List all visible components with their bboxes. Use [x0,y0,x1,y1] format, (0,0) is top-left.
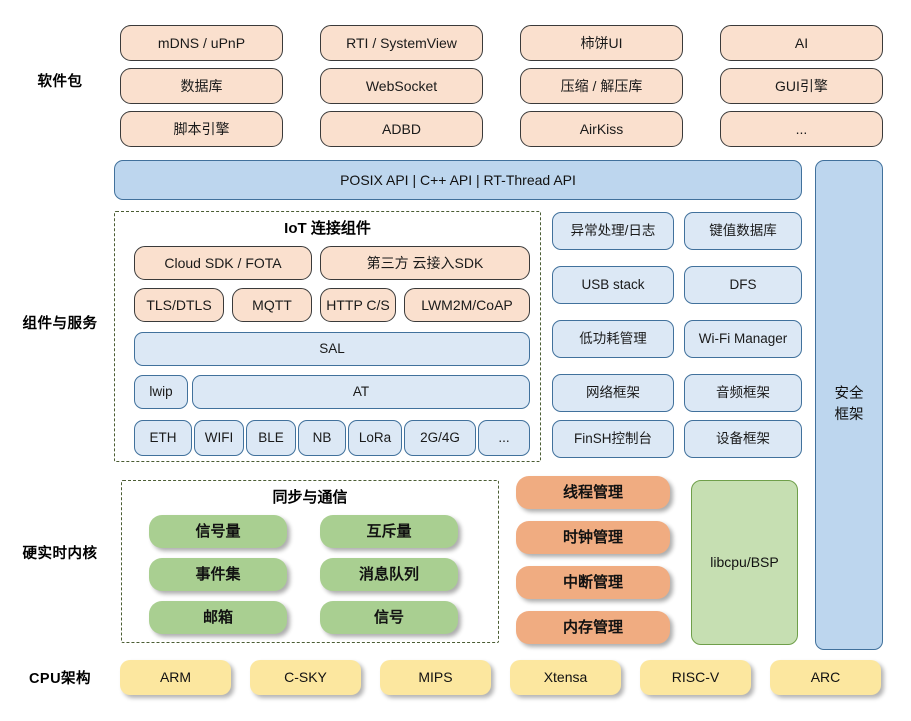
package-box[interactable]: 脚本引擎 [120,111,283,147]
link-box[interactable]: NB [298,420,346,456]
link-box[interactable]: LoRa [348,420,402,456]
package-box[interactable]: WebSocket [320,68,483,104]
package-box[interactable]: GUI引擎 [720,68,883,104]
package-box[interactable]: ADBD [320,111,483,147]
security-framework-label-line1: 安全 [834,385,864,402]
package-box[interactable]: 柿饼UI [520,25,683,61]
kernel-mgmt-box[interactable]: 线程管理 [516,476,670,509]
package-box[interactable]: 压缩 / 解压库 [520,68,683,104]
component-box[interactable]: 网络框架 [552,374,674,412]
api-bar: POSIX API | C++ API | RT-Thread API [114,160,802,200]
kernel-mgmt-box[interactable]: 中断管理 [516,566,670,599]
cpu-arch-box[interactable]: RISC-V [640,660,751,695]
sync-group-frame [121,480,499,643]
sync-box[interactable]: 消息队列 [320,558,458,591]
package-box[interactable]: ... [720,111,883,147]
at-box[interactable]: AT [192,375,530,409]
sync-box[interactable]: 互斥量 [320,515,458,548]
component-box[interactable]: 设备框架 [684,420,802,458]
iot-box[interactable]: 第三方 云接入SDK [320,246,530,280]
component-box[interactable]: 音频框架 [684,374,802,412]
link-box[interactable]: ETH [134,420,192,456]
sal-box[interactable]: SAL [134,332,530,366]
iot-protocol-box[interactable]: HTTP C/S [320,288,396,322]
kernel-mgmt-box[interactable]: 内存管理 [516,611,670,644]
iot-protocol-box[interactable]: MQTT [232,288,312,322]
package-box[interactable]: AirKiss [520,111,683,147]
kernel-mgmt-box[interactable]: 时钟管理 [516,521,670,554]
component-box[interactable]: Wi-Fi Manager [684,320,802,358]
link-box[interactable]: ... [478,420,530,456]
iot-protocol-box[interactable]: TLS/DTLS [134,288,224,322]
iot-group-frame [114,211,541,462]
cpu-arch-box[interactable]: Xtensa [510,660,621,695]
component-box[interactable]: FinSH控制台 [552,420,674,458]
lwip-box[interactable]: lwip [134,375,188,409]
link-box[interactable]: 2G/4G [404,420,476,456]
cpu-arch-box[interactable]: ARM [120,660,231,695]
security-framework-label-line2: 框架 [834,407,864,423]
sync-box[interactable]: 事件集 [149,558,287,591]
component-box[interactable]: 低功耗管理 [552,320,674,358]
sync-box[interactable]: 信号 [320,601,458,634]
iot-group-title: IoT 连接组件 [284,220,371,237]
security-framework-box[interactable]: 安全 框架 [815,160,883,650]
cpu-arch-box[interactable]: MIPS [380,660,491,695]
package-box[interactable]: RTI / SystemView [320,25,483,61]
libcpu-bsp-box[interactable]: libcpu/BSP [691,480,798,645]
sync-group-title: 同步与通信 [272,489,348,506]
sync-box[interactable]: 邮箱 [149,601,287,634]
cpu-arch-box[interactable]: C-SKY [250,660,361,695]
section-label-components-services: 组件与服务 [22,315,98,332]
component-box[interactable]: USB stack [552,266,674,304]
iot-box[interactable]: Cloud SDK / FOTA [134,246,312,280]
cpu-arch-box[interactable]: ARC [770,660,881,695]
package-box[interactable]: 数据库 [120,68,283,104]
section-label-hard-realtime-kernel: 硬实时内核 [22,545,98,562]
component-box[interactable]: DFS [684,266,802,304]
section-label-cpu-arch: CPU架构 [28,670,92,687]
sync-box[interactable]: 信号量 [149,515,287,548]
component-box[interactable]: 异常处理/日志 [552,212,674,250]
component-box[interactable]: 键值数据库 [684,212,802,250]
link-box[interactable]: BLE [246,420,296,456]
iot-protocol-box[interactable]: LWM2M/CoAP [404,288,530,322]
package-box[interactable]: AI [720,25,883,61]
package-box[interactable]: mDNS / uPnP [120,25,283,61]
section-label-software-packages: 软件包 [37,73,83,90]
link-box[interactable]: WIFI [194,420,244,456]
